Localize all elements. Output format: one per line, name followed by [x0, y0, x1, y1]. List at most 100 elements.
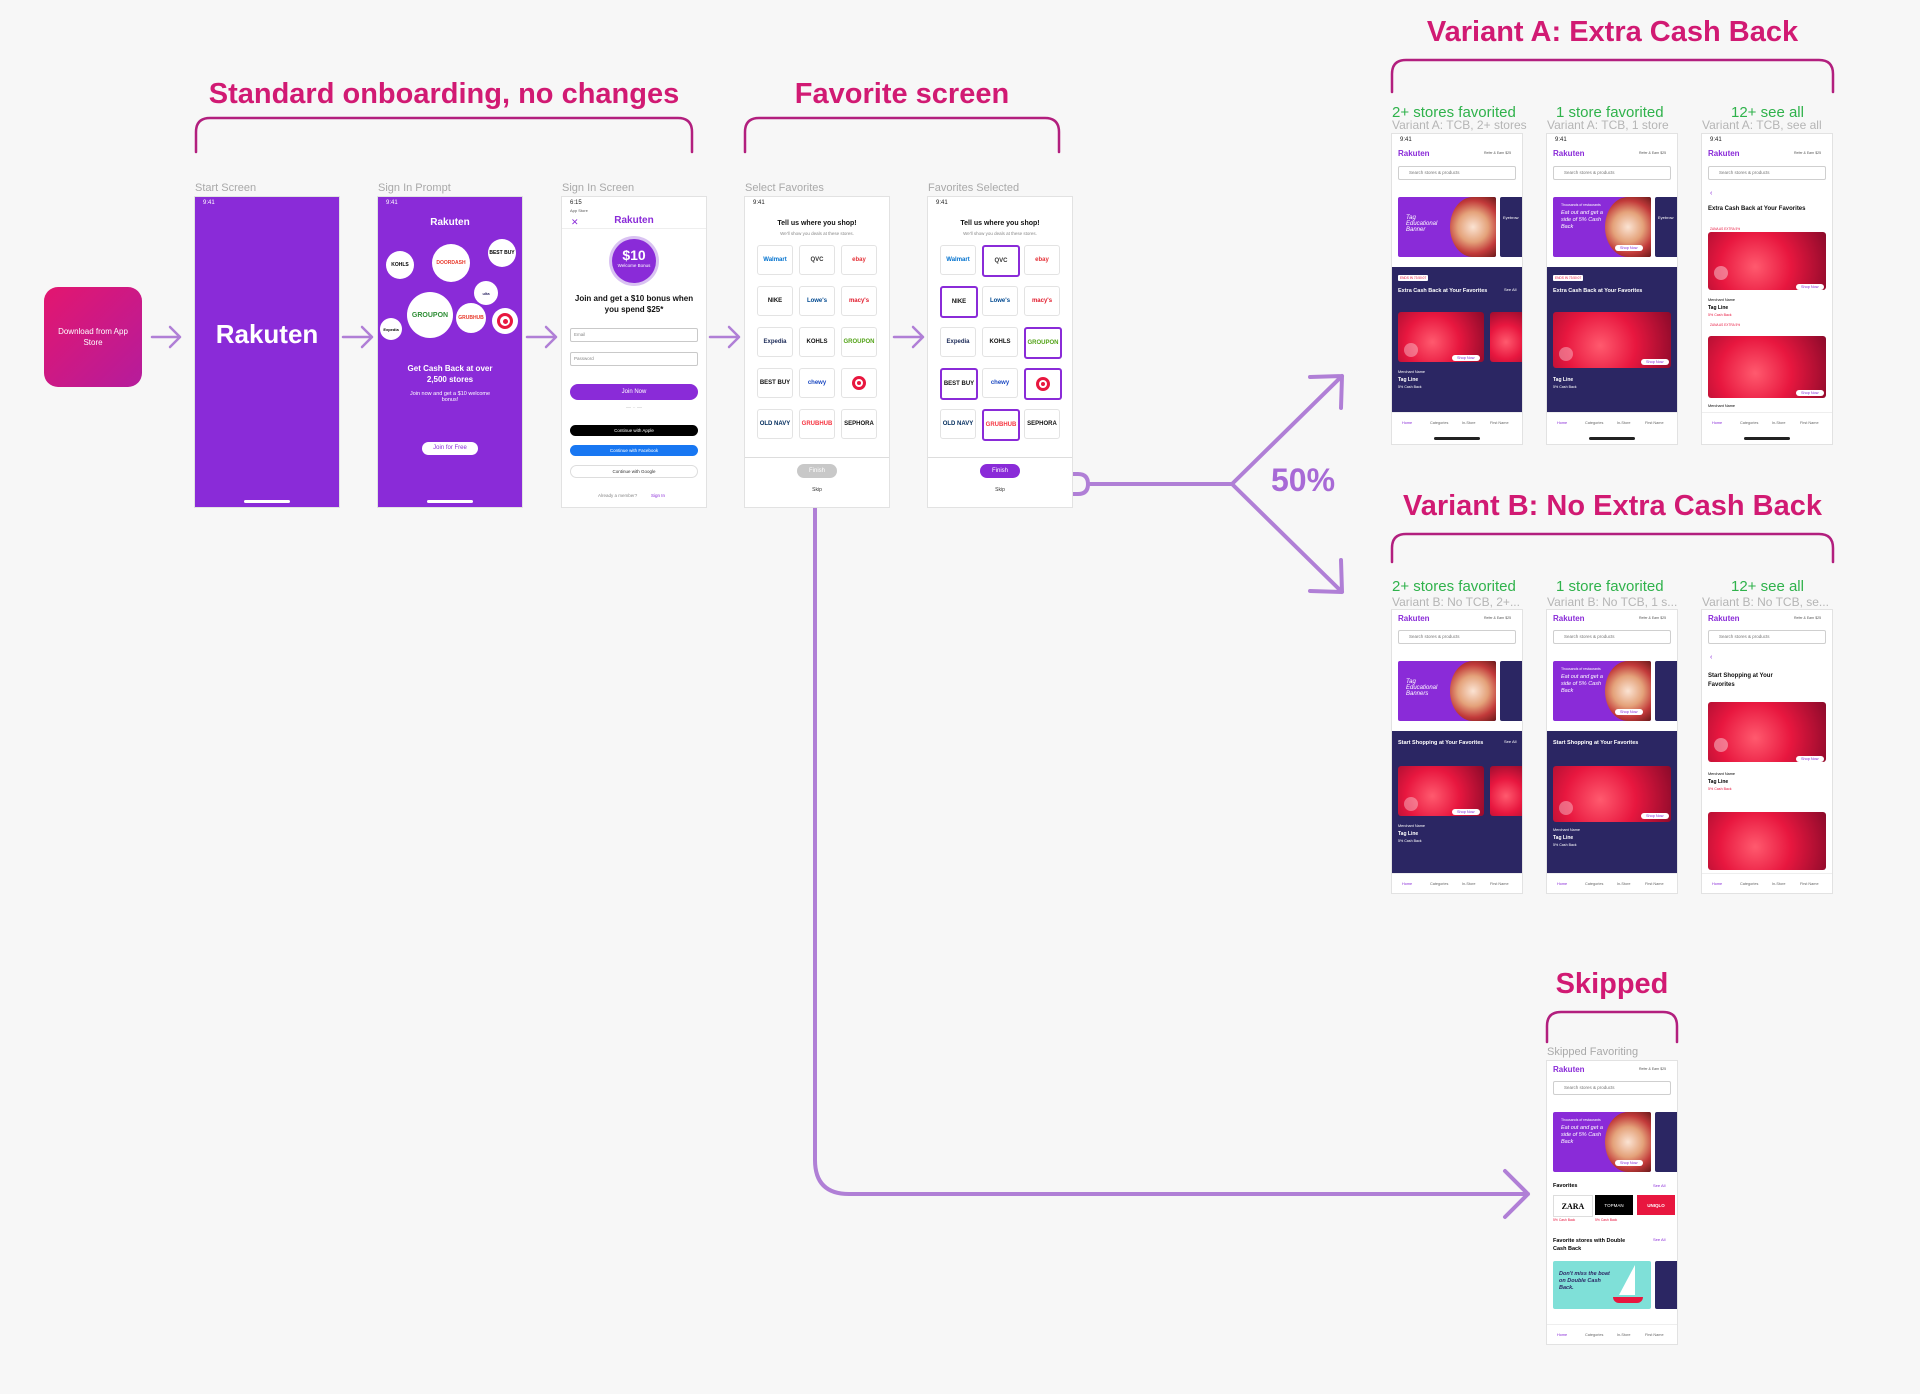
refer-earn-link[interactable]: Refer & Earn $25: [1794, 151, 1822, 155]
finish-button[interactable]: Finish: [980, 464, 1020, 478]
store-tile-chewy[interactable]: chewy: [799, 368, 835, 398]
store-tile-walmart[interactable]: Walmart: [940, 245, 976, 275]
search-input[interactable]: Search stores & products: [1398, 630, 1516, 644]
tab-home[interactable]: Home: [1557, 882, 1568, 886]
restaurant-banner[interactable]: Thousands of restaurants Eat out and get…: [1553, 1112, 1651, 1172]
boat-promo-banner[interactable]: Don't miss the boat on Double Cash Back.: [1553, 1261, 1651, 1309]
store-tile-macy-s[interactable]: macy's: [841, 286, 877, 316]
shop-now-button[interactable]: Shop Now: [1796, 284, 1824, 290]
tab-account[interactable]: First Name: [1800, 421, 1819, 425]
refer-earn-link[interactable]: Refer & Earn $25: [1794, 616, 1822, 620]
educational-banner[interactable]: Tag Educational Banners: [1398, 661, 1496, 721]
shop-now-button[interactable]: Shop Now: [1452, 355, 1480, 361]
tab-home[interactable]: Home: [1557, 421, 1568, 425]
refer-earn-link[interactable]: Refer & Earn $25: [1639, 151, 1667, 155]
store-tile-lowe-s[interactable]: Lowe's: [982, 286, 1018, 316]
see-all-link[interactable]: See All: [1653, 1183, 1666, 1188]
store-tile-old-navy[interactable]: OLD NAVY: [757, 409, 793, 439]
continue-facebook-button[interactable]: Continue with Facebook: [570, 445, 698, 456]
back-to-app-store[interactable]: App Store: [570, 208, 588, 213]
search-input[interactable]: Search stores & products: [1708, 630, 1826, 644]
back-chevron-icon[interactable]: ‹: [1710, 190, 1713, 197]
refer-earn-link[interactable]: Refer & Earn $25: [1639, 1067, 1667, 1071]
tab-in-store[interactable]: In-Store: [1617, 1333, 1631, 1337]
shop-now-button[interactable]: Shop Now: [1641, 813, 1669, 819]
sign-in-link[interactable]: Sign In: [651, 493, 666, 498]
tab-in-store[interactable]: In-Store: [1617, 882, 1631, 886]
tab-categories[interactable]: Categories: [1430, 421, 1449, 425]
merchant-card-image-2[interactable]: [1708, 336, 1826, 398]
tab-categories[interactable]: Categories: [1430, 882, 1449, 886]
store-tile-nike[interactable]: NIKE: [757, 286, 793, 316]
shop-now-button[interactable]: Shop Now: [1615, 1160, 1643, 1166]
educational-banner[interactable]: Tag Educational Banner: [1398, 197, 1496, 257]
tab-categories[interactable]: Categories: [1740, 882, 1759, 886]
refer-earn-link[interactable]: Refer & Earn $25: [1484, 616, 1512, 620]
tab-home[interactable]: Home: [1712, 421, 1723, 425]
join-now-button[interactable]: Join Now: [570, 384, 698, 400]
store-tile-target[interactable]: [841, 368, 877, 398]
tab-categories[interactable]: Categories: [1740, 421, 1759, 425]
store-tile-groupon[interactable]: GROUPON: [1024, 327, 1062, 359]
store-tile-expedia[interactable]: Expedia: [940, 327, 976, 357]
store-tile-macy-s[interactable]: macy's: [1024, 286, 1060, 316]
tab-categories[interactable]: Categories: [1585, 882, 1604, 886]
store-tile-sephora[interactable]: SEPHORA: [841, 409, 877, 439]
tab-account[interactable]: First Name: [1645, 421, 1664, 425]
see-all-link-2[interactable]: See All: [1653, 1237, 1666, 1242]
tab-in-store[interactable]: In-Store: [1772, 421, 1786, 425]
continue-apple-button[interactable]: Continue with Apple: [570, 425, 698, 436]
skip-link[interactable]: Skip: [812, 487, 822, 493]
store-tile-target[interactable]: [1024, 368, 1062, 400]
tab-home[interactable]: Home: [1402, 882, 1413, 886]
search-input[interactable]: Search stores & products: [1553, 166, 1671, 180]
tab-home[interactable]: Home: [1402, 421, 1413, 425]
shop-now-button[interactable]: Shop Now: [1796, 756, 1824, 762]
favorite-store-zara[interactable]: ZARA: [1553, 1195, 1593, 1217]
merchant-card-image-2[interactable]: [1708, 812, 1826, 870]
merchant-card-image[interactable]: [1398, 766, 1484, 816]
store-tile-kohls[interactable]: KOHLS: [799, 327, 835, 357]
store-tile-groupon[interactable]: GROUPON: [841, 327, 877, 357]
join-free-button[interactable]: Join for Free: [422, 442, 478, 455]
store-tile-chewy[interactable]: chewy: [982, 368, 1018, 398]
tab-in-store[interactable]: In-Store: [1462, 421, 1476, 425]
restaurant-banner[interactable]: Thousands of restaurants Eat out and get…: [1553, 661, 1651, 721]
merchant-card-image[interactable]: [1398, 312, 1484, 362]
tab-account[interactable]: First Name: [1490, 421, 1509, 425]
store-tile-best-buy[interactable]: BEST BUY: [757, 368, 793, 398]
store-tile-qvc[interactable]: QVC: [799, 245, 835, 275]
tab-in-store[interactable]: In-Store: [1617, 421, 1631, 425]
back-chevron-icon[interactable]: ‹: [1710, 654, 1713, 661]
restaurant-banner[interactable]: Thousands of restaurants Eat out and get…: [1553, 197, 1651, 257]
store-tile-nike[interactable]: NIKE: [940, 286, 978, 318]
store-tile-expedia[interactable]: Expedia: [757, 327, 793, 357]
see-all-link[interactable]: See All: [1504, 287, 1517, 292]
refer-earn-link[interactable]: Refer & Earn $25: [1639, 616, 1667, 620]
tab-categories[interactable]: Categories: [1585, 421, 1604, 425]
download-app-store-tile[interactable]: Download from App Store: [44, 287, 142, 387]
favorite-store-topman[interactable]: TOPMAN: [1595, 1195, 1633, 1215]
skip-link[interactable]: Skip: [995, 487, 1005, 493]
refer-earn-link[interactable]: Refer & Earn $25: [1484, 151, 1512, 155]
store-tile-grubhub[interactable]: GRUBHUB: [799, 409, 835, 439]
store-tile-ebay[interactable]: ebay: [1024, 245, 1060, 275]
shop-now-button-2[interactable]: Shop Now: [1796, 390, 1824, 396]
shop-now-button[interactable]: Shop Now: [1615, 245, 1643, 251]
store-tile-grubhub[interactable]: GRUBHUB: [982, 409, 1020, 441]
search-input[interactable]: Search stores & products: [1553, 1081, 1671, 1095]
search-input[interactable]: Search stores & products: [1708, 166, 1826, 180]
store-tile-sephora[interactable]: SEPHORA: [1024, 409, 1060, 439]
merchant-card-image[interactable]: [1708, 702, 1826, 762]
email-field[interactable]: Email: [570, 328, 698, 342]
see-all-link[interactable]: See All: [1504, 739, 1517, 744]
tab-account[interactable]: First Name: [1645, 1333, 1664, 1337]
favorite-store-uniqlo[interactable]: UNIQLO: [1637, 1195, 1675, 1215]
store-tile-old-navy[interactable]: OLD NAVY: [940, 409, 976, 439]
merchant-card-image[interactable]: [1553, 312, 1671, 368]
store-tile-best-buy[interactable]: BEST BUY: [940, 368, 978, 400]
tab-home[interactable]: Home: [1557, 1333, 1568, 1337]
store-tile-qvc[interactable]: QVC: [982, 245, 1020, 277]
tab-in-store[interactable]: In-Store: [1462, 882, 1476, 886]
store-tile-lowe-s[interactable]: Lowe's: [799, 286, 835, 316]
